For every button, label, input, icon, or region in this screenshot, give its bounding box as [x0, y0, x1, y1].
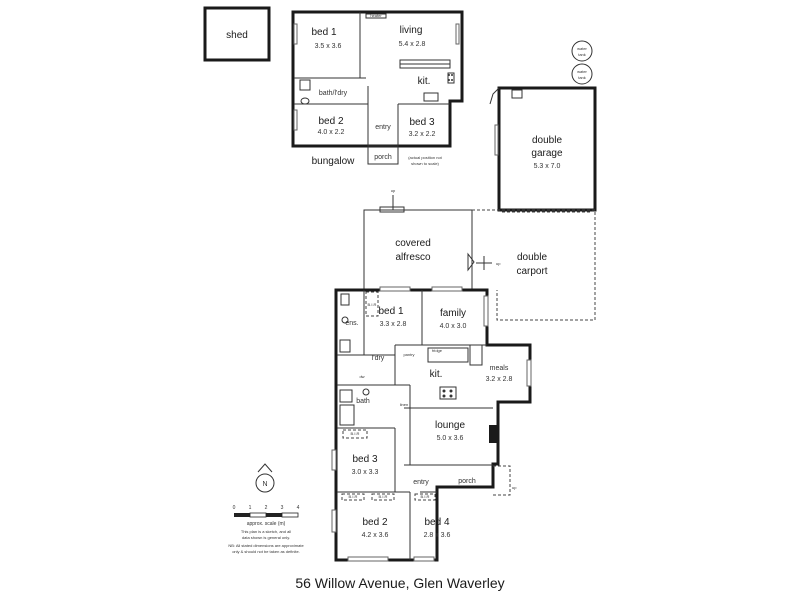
disclaimer-line1: This plan is a sketch, and all: [241, 529, 291, 534]
water-tanks: water tank water tank: [571, 40, 593, 85]
property-address: 56 Willow Avenue, Glen Waverley: [295, 575, 504, 591]
kitchen-label: kit.: [430, 369, 443, 380]
bed2-robe-1: B.I.R: [349, 494, 358, 499]
dishwasher-label: dw: [359, 374, 364, 379]
carport-label-line2: carport: [516, 266, 547, 277]
bungalow-bed3-label: bed 3: [409, 117, 434, 128]
bed2-dims: 4.2 x 3.6: [362, 532, 389, 539]
scale-tick-2: 2: [265, 505, 268, 511]
bungalow-bed1-dims: 3.5 x 3.6: [315, 43, 342, 50]
bungalow: bed 1 3.5 x 3.6 heater living 5.4 x 2.8 …: [291, 10, 464, 167]
bed2-label: bed 2: [362, 517, 387, 528]
north-label: N: [262, 481, 267, 488]
pantry-label: pantry: [403, 352, 414, 357]
bath-label: bath: [356, 398, 370, 405]
garage-dims: 5.3 x 7.0: [534, 163, 561, 170]
bungalow-bed2-dims: 4.0 x 2.2: [318, 129, 345, 136]
bungalow-bed2-label: bed 2: [318, 116, 343, 127]
water-tank-1-line2: tank: [578, 52, 586, 57]
bungalow-kitchen-label: kit.: [418, 76, 431, 87]
shed: shed: [203, 6, 271, 62]
water-tank-2-line2: tank: [578, 75, 586, 80]
linen-label: linen: [400, 402, 408, 407]
bath-laundry-label: bath/l'dry: [319, 90, 348, 97]
position-note-line2: shown to scale): [411, 161, 439, 166]
bungalow-bed1-label: bed 1: [311, 27, 336, 38]
scale-tick-4: 4: [297, 505, 300, 511]
family-dims: 4.0 x 3.0: [440, 323, 467, 330]
bungalow-porch-label: porch: [374, 154, 392, 161]
lounge-label: lounge: [435, 420, 465, 431]
scale-tick-0: 0: [233, 505, 236, 511]
bungalow-label: bungalow: [312, 156, 356, 167]
bed1-label: bed 1: [378, 306, 403, 317]
bungalow-bed3-dims: 3.2 x 2.2: [409, 131, 436, 138]
entry-label: entry: [413, 479, 429, 486]
double-garage: double garage 5.3 x 7.0: [489, 86, 597, 213]
carport-up-label: up: [496, 261, 501, 266]
bed3-label: bed 3: [352, 454, 377, 465]
bungalow-entry-label: entry: [375, 124, 391, 131]
meals-dims: 3.2 x 2.8: [486, 376, 513, 383]
fridge-label: fridge: [432, 348, 443, 353]
bed4-robe: B.I.R: [421, 494, 430, 499]
ensuite-label: ens.: [345, 320, 358, 327]
legend: N 0 1 2 3 4 approx. scale (m) This plan …: [228, 463, 304, 554]
alfresco-label-line1: covered: [395, 238, 431, 249]
garage-label-line2: garage: [531, 148, 563, 159]
porch-up-label: up: [512, 485, 517, 490]
position-note-line1: (actual position not: [408, 155, 442, 160]
north-arrow-icon: N: [255, 463, 275, 493]
scale-label: approx. scale (m): [247, 521, 286, 527]
bed3-dims: 3.0 x 3.3: [352, 469, 379, 476]
main-house: up bed 1 3.3 x 2.8 B.I.R ens. family 4.0…: [331, 286, 532, 562]
alfresco-up-label: up: [391, 188, 396, 193]
scale-tick-1: 1: [249, 505, 252, 511]
alfresco-label-line2: alfresco: [395, 252, 430, 263]
bed2-robe-2: B.I.R: [379, 494, 388, 499]
bed1-dims: 3.3 x 2.8: [380, 321, 407, 328]
bungalow-living-label: living: [400, 25, 423, 36]
heater-label: heater: [370, 13, 382, 18]
scale-tick-3: 3: [281, 505, 284, 511]
meals-label: meals: [490, 365, 509, 372]
double-carport: up double carport: [472, 209, 596, 321]
shed-label: shed: [226, 30, 248, 41]
bed4-label: bed 4: [424, 517, 449, 528]
water-tank-2-line1: water: [577, 69, 587, 74]
bungalow-living-dims: 5.4 x 2.8: [399, 41, 426, 48]
disclaimer-line2: data shown is general only.: [242, 535, 290, 540]
disclaimer-line4: only & should not be taken as definite.: [232, 549, 300, 554]
carport-label-line1: double: [517, 252, 547, 263]
laundry-label: l'dry: [372, 355, 385, 362]
water-tank-1-line1: water: [577, 46, 587, 51]
family-label: family: [440, 308, 466, 319]
lounge-dims: 5.0 x 3.6: [437, 435, 464, 442]
porch-label: porch: [458, 478, 476, 485]
bed3-robe: B.I.R: [351, 431, 360, 436]
bed4-dims: 2.8 x 3.6: [424, 532, 451, 539]
covered-alfresco: up covered alfresco: [363, 188, 475, 291]
bed1-robe: B.I.R: [368, 302, 377, 307]
disclaimer-line3: NB: All stated dimensions are approximat…: [228, 543, 304, 548]
garage-label-line1: double: [532, 135, 562, 146]
scale-bar: 0 1 2 3 4 approx. scale (m): [233, 505, 300, 527]
